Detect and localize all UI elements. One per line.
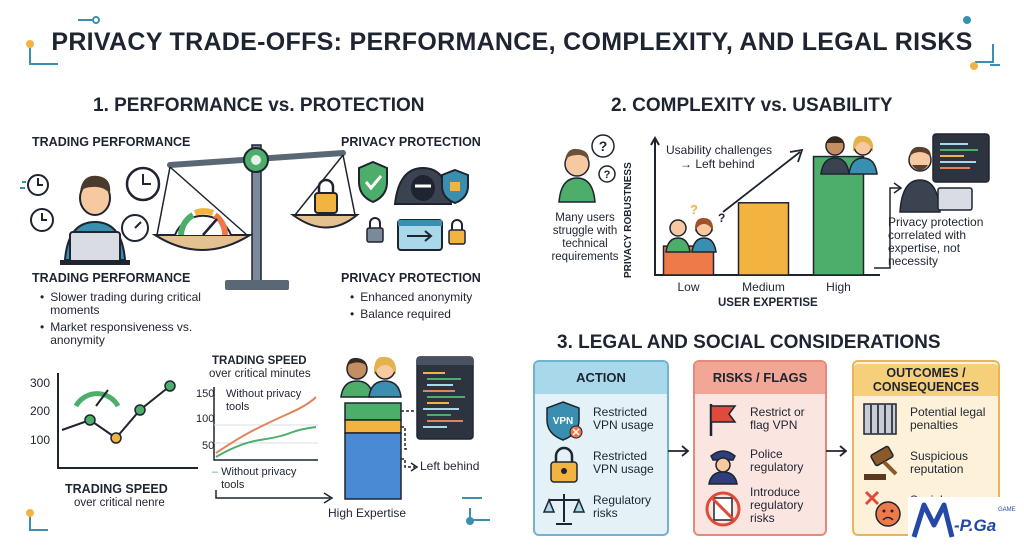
svg-text:?: ? [604, 169, 611, 181]
struggling-users-icon: ? ? [665, 202, 725, 253]
watermark-logo: -P.Ga GAME [908, 497, 1018, 545]
trading-performance-sublabel: TRADING PERFORMANCE [32, 271, 191, 285]
trader-at-laptop-icon [20, 174, 130, 265]
left-speed-subtitle: over critical nenre [74, 497, 165, 509]
svg-text:?: ? [718, 211, 725, 225]
chart-axes [654, 140, 880, 276]
usability-challenge-line2: → Left behind [680, 157, 755, 171]
action-item: Restricted VPN usage [593, 449, 654, 476]
stopwatch-icon [121, 214, 149, 242]
legend-swatch-icon: – [212, 466, 219, 478]
balance-scale-icon [151, 144, 360, 290]
privacy-protection-label: PRIVACY PROTECTION [341, 135, 481, 149]
svg-text:?: ? [599, 138, 608, 154]
red-flag-icon [709, 404, 737, 436]
x-tick-label: Medium [742, 280, 785, 294]
jail-icon [863, 403, 897, 435]
privacy-robustness-bar-chart: Low Medium High [650, 135, 880, 294]
left-speed-title: TRADING SPEED [65, 482, 168, 496]
risks-column-header: RISKS / FLAGS [695, 362, 825, 394]
left-y-tick: 100 [30, 433, 51, 447]
left-y-tick: 200 [30, 404, 51, 418]
trading-bullets: •Slower trading during critical moments … [40, 291, 210, 347]
section2-heading: 2. COMPLEXITY vs. USABILITY [611, 95, 893, 116]
flow-arrow-icon [668, 445, 690, 457]
flow-arrow-icon [826, 445, 848, 457]
outcome-item: Suspicious reputation [910, 449, 969, 476]
speed-y-tick: 100 [196, 413, 215, 425]
section1-heading: 1. PERFORMANCE vs. PROTECTION [93, 95, 425, 116]
x-tick-label: Low [677, 280, 699, 294]
action-column: ACTION VPN Restricted VPN usage Restrict… [533, 360, 669, 536]
connector-arrow [215, 490, 334, 504]
gavel-icon [864, 445, 898, 480]
sad-face-icon [864, 490, 901, 527]
svg-text:GAME: GAME [998, 507, 1016, 513]
section3-heading: 3. LEGAL AND SOCIAL CONSIDERATIONS [557, 332, 941, 353]
action-column-header: ACTION [535, 362, 667, 394]
usability-challenge-line1: Usability challenges [666, 143, 773, 157]
left-speed-chart [57, 373, 198, 469]
lock-icon [550, 446, 578, 483]
privacy-bullet: •Enhanced anonymity [350, 290, 473, 304]
police-officer-icon [708, 450, 738, 485]
chart-xlabel: USER EXPERTISE [718, 297, 818, 309]
speed-legend: – Without privacy tools [212, 466, 311, 492]
trading-performance-label: TRADING PERFORMANCE [32, 135, 191, 149]
speed-subtitle: over critical minutes [209, 368, 311, 380]
risk-item: Restrict or flag VPN [750, 405, 805, 432]
high-expertise-label: High Expertise [328, 506, 407, 520]
privacy-bullet: •Balance required [350, 307, 451, 321]
bracket-connector [874, 182, 903, 269]
speed-without-label: Without privacy tools [226, 388, 302, 413]
trend-arrow [722, 148, 804, 213]
bar-high [812, 155, 865, 276]
outcomes-column-header: OUTCOMES / CONSEQUENCES [854, 364, 998, 396]
expert-users-icon [820, 135, 878, 175]
svg-text:-P.Ga: -P.Ga [954, 516, 996, 535]
prohibited-document-icon [705, 491, 741, 527]
vpn-badge-text: VPN [553, 416, 574, 427]
users-struggle-text: Many users struggle with technical requi… [551, 212, 619, 263]
privacy-protection-sublabel: PRIVACY PROTECTION [341, 271, 481, 285]
page-title: PRIVACY TRADE-OFFS: PERFORMANCE, COMPLEX… [51, 28, 973, 56]
chart-axis-arrow [650, 135, 660, 146]
speed-y-tick: 150 [196, 388, 215, 400]
speed-y-tick: 50 [202, 440, 215, 452]
x-tick-label: High [826, 280, 851, 294]
clock-icon [125, 166, 161, 202]
left-y-tick: 300 [30, 376, 51, 390]
expertise-correlation-text: Privacy protection correlated with exper… [888, 215, 984, 268]
risks-column: RISKS / FLAGS Restrict or flag VPN Polic… [693, 360, 827, 536]
outcome-item: Potential legal penalties [910, 405, 986, 432]
svg-text:?: ? [690, 202, 698, 217]
bar-medium [737, 202, 790, 276]
risk-item: Police regulatory [750, 447, 804, 474]
action-item: Regulatory risks [593, 493, 652, 520]
left-behind-label: Left behind [420, 459, 480, 473]
scales-of-justice-icon [542, 494, 586, 525]
privacy-bullets: •Enhanced anonymity •Balance required [350, 291, 500, 321]
watermark-logo-mark: -P.Ga GAME [911, 502, 1016, 538]
trading-bullet: •Slower trading during critical moments [40, 290, 201, 317]
speed-legend-label: Without privacy tools [221, 466, 297, 491]
expertise-stack-graphic [340, 356, 474, 500]
speed-title: TRADING SPEED [212, 355, 307, 367]
privacy-icons-group [358, 160, 469, 251]
confused-user-icon: ? ? [558, 134, 616, 203]
vpn-shield-icon: VPN [546, 401, 583, 441]
trading-bullet: •Market responsiveness vs. anonymity [40, 320, 193, 347]
action-item: Restricted VPN usage [593, 405, 654, 432]
risk-item: Introduce regulatory risks [750, 485, 804, 525]
expert-at-computer-icon [899, 133, 990, 213]
speed-line-chart [213, 387, 318, 461]
